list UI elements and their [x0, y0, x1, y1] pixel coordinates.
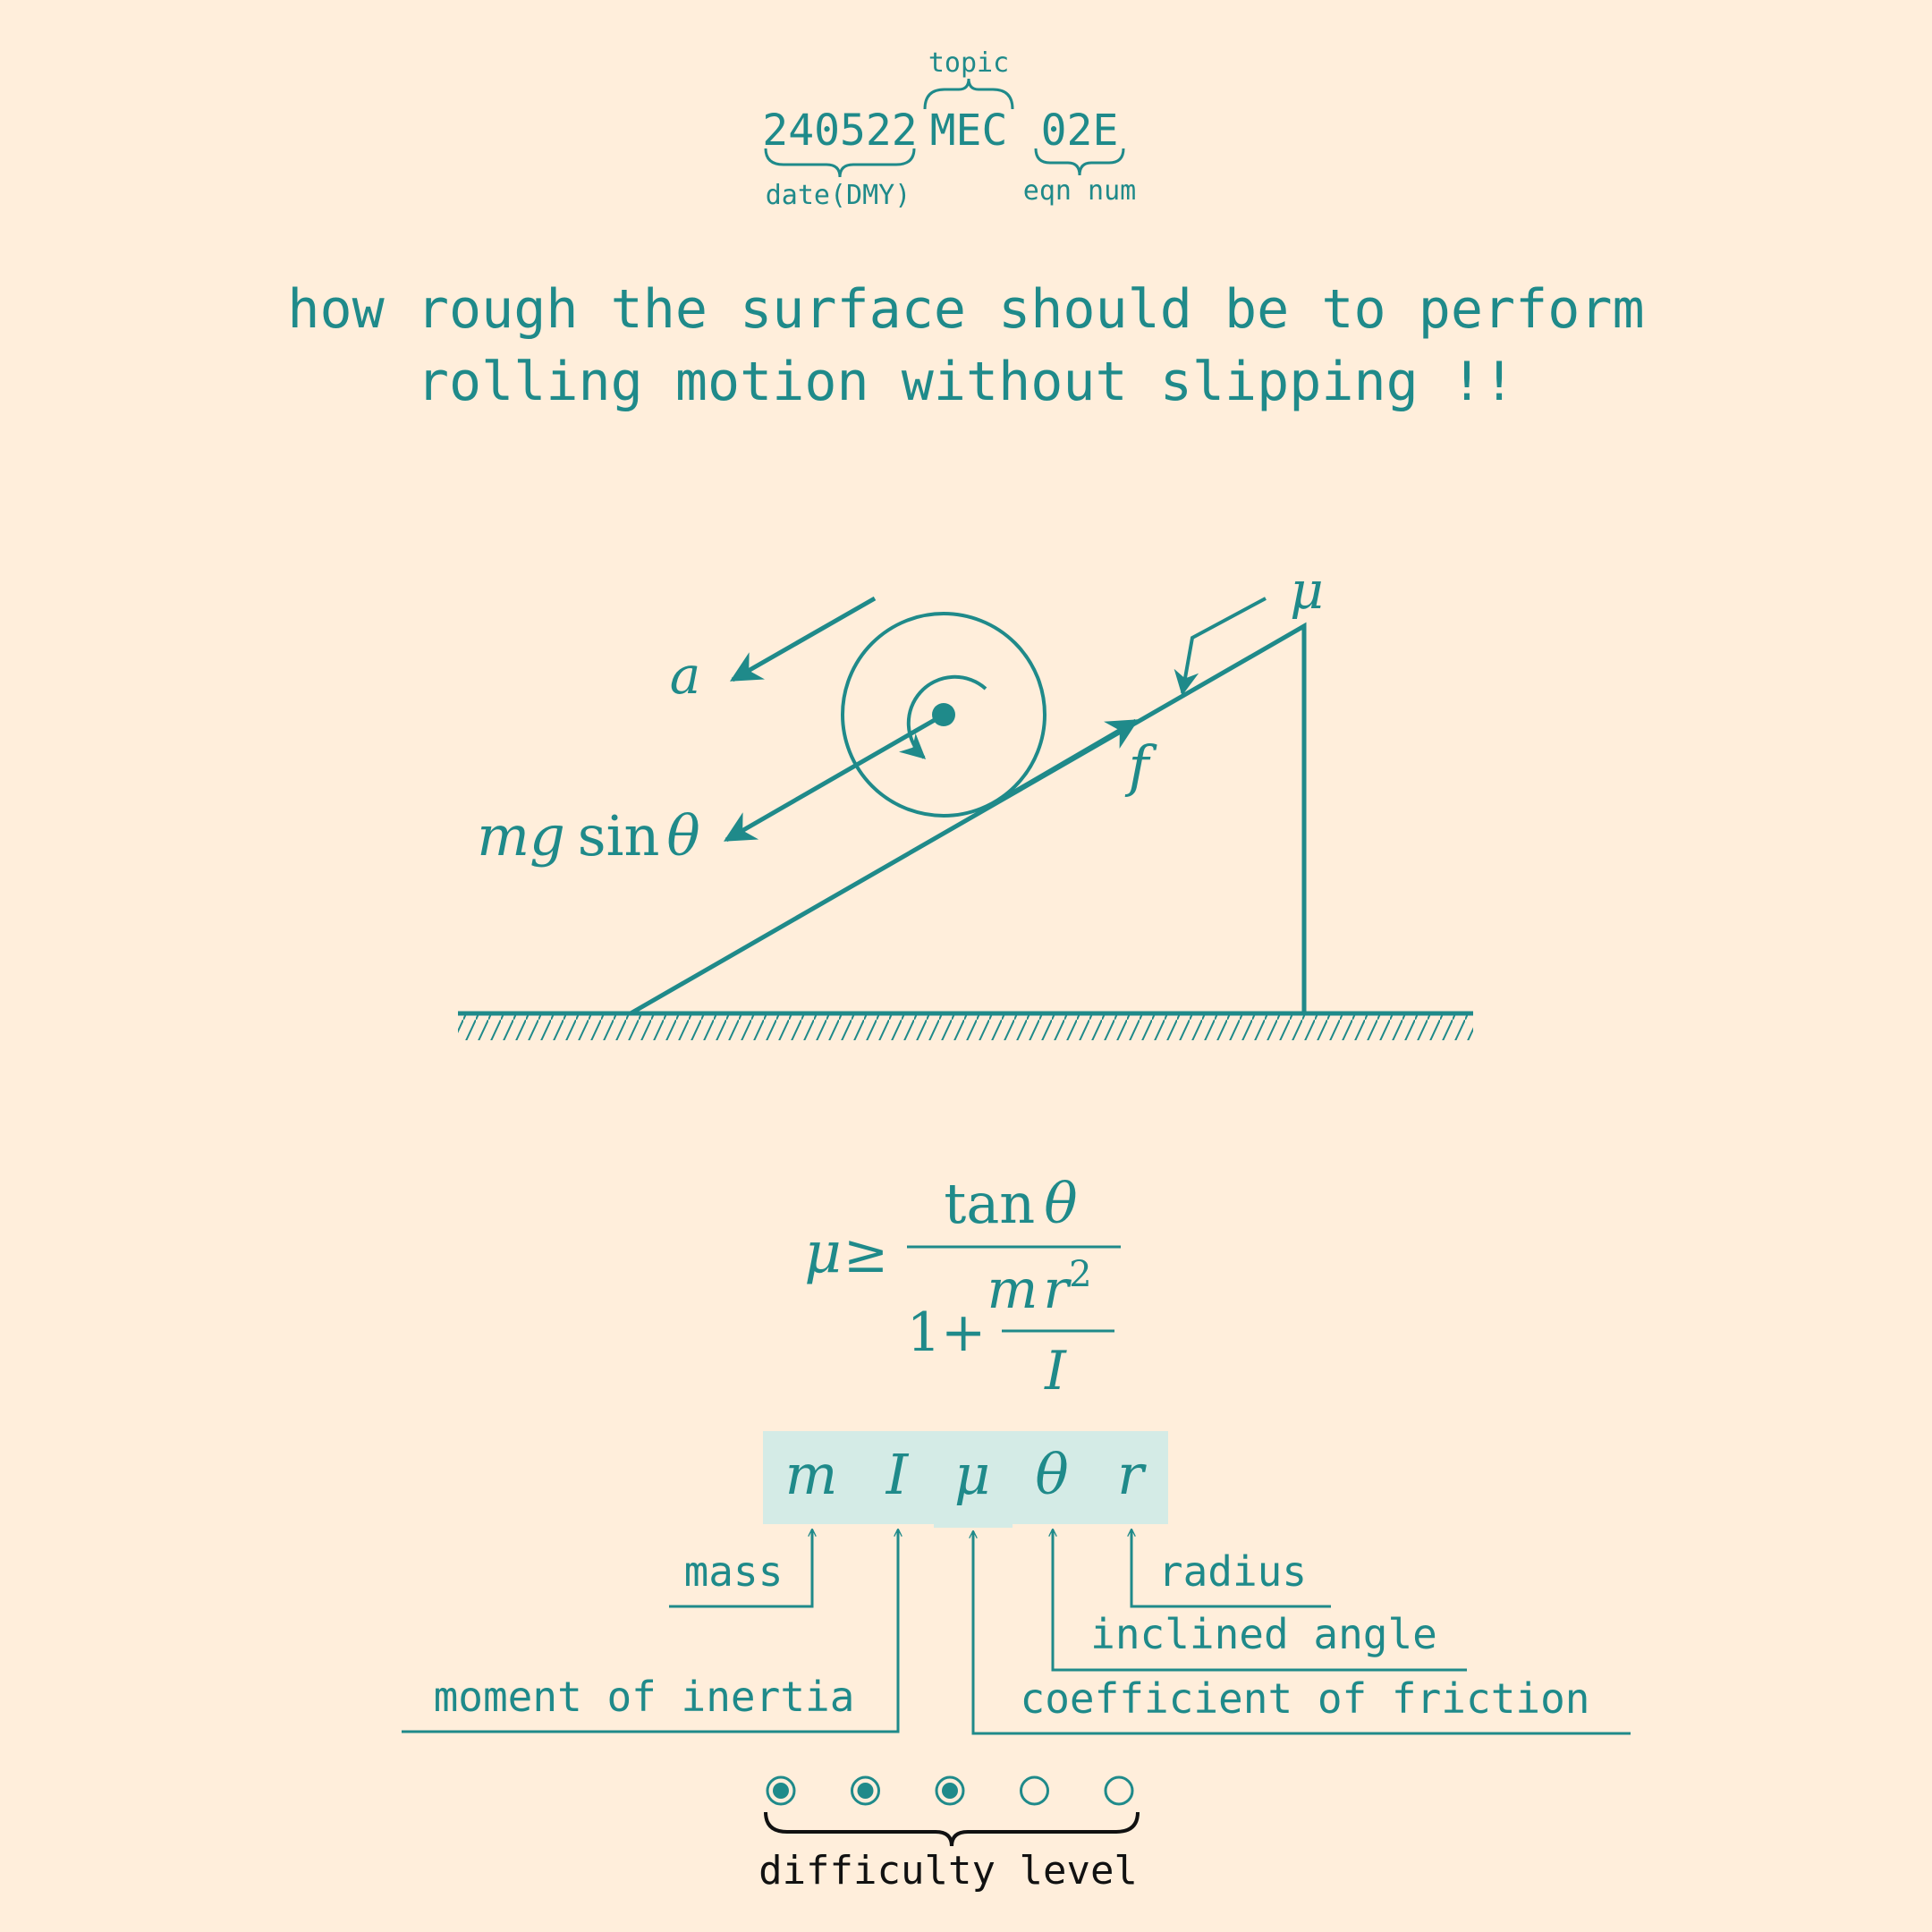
leader-angle	[1053, 1530, 1467, 1672]
difficulty-label: difficulty level	[758, 1848, 1138, 1894]
formula-geq: ≥	[843, 1223, 888, 1285]
acceleration-label: a	[670, 645, 701, 706]
variable-symbol-r: r	[1117, 1442, 1147, 1507]
description-angle: inclined angle	[1090, 1610, 1437, 1658]
leader-friction	[973, 1531, 1631, 1735]
variable-symbol-I: I	[886, 1442, 910, 1507]
variable-leaders	[402, 1530, 1631, 1735]
acceleration-arrow	[729, 596, 877, 682]
leader-mass	[669, 1530, 812, 1608]
variables-box: m I μ θ r	[763, 1431, 1168, 1528]
code-header: topic 240522 MEC 02E date(DMY) eqn num	[762, 47, 1136, 211]
difficulty-dot-fill	[857, 1783, 874, 1799]
friction-force-label: f	[1125, 733, 1158, 799]
difficulty-brace	[764, 1811, 1140, 1847]
variable-symbol-m: m	[785, 1442, 838, 1507]
topic-brace	[923, 78, 1014, 110]
mu-pointer-arrow	[1174, 597, 1267, 696]
description-radius: radius	[1158, 1547, 1307, 1596]
title: how rough the surface should be to perfo…	[287, 278, 1644, 413]
mu-highlight-tab	[934, 1521, 1013, 1528]
difficulty-dot-filled	[851, 1775, 880, 1806]
body-center	[932, 703, 955, 726]
difficulty-dot-fill	[773, 1783, 789, 1799]
variable-symbol-mu: μ	[954, 1442, 990, 1507]
date-label: date(DMY)	[766, 180, 911, 211]
variable-descriptions: mass moment of inertia coefficient of fr…	[434, 1547, 1590, 1723]
difficulty-dot-filled	[935, 1775, 965, 1806]
ground-hatch	[458, 1013, 1473, 1040]
rolling-body	[841, 612, 1046, 818]
code-topic: MEC	[930, 106, 1008, 156]
friction-arrow	[1010, 718, 1140, 796]
difficulty-dots	[766, 1775, 1134, 1806]
description-inertia: moment of inertia	[434, 1673, 855, 1721]
title-line-1: how rough the surface should be to perfo…	[287, 278, 1644, 341]
difficulty-rating: difficulty level	[758, 1775, 1140, 1894]
incline-triangle	[629, 622, 1307, 1016]
variables-highlight	[763, 1431, 1168, 1524]
formula-inertia: I	[1044, 1340, 1067, 1402]
formula-one-plus: 1+	[907, 1301, 986, 1364]
gravity-component-arrow	[723, 715, 941, 843]
leader-radius	[1131, 1530, 1331, 1608]
leader-inertia	[402, 1530, 898, 1733]
difficulty-dot-empty	[1020, 1775, 1049, 1806]
code-eqn: 02E	[1041, 106, 1119, 156]
mu-label: μ	[1290, 560, 1324, 621]
description-friction: coefficient of friction	[1021, 1674, 1590, 1723]
variable-symbol-theta: θ	[1035, 1442, 1068, 1507]
topic-label: topic	[928, 47, 1009, 79]
difficulty-dot-empty	[1104, 1775, 1134, 1806]
title-line-2: rolling motion without slipping !!	[417, 351, 1515, 413]
incline-diagram	[458, 596, 1473, 1040]
description-mass: mass	[684, 1547, 784, 1596]
eqn-label: eqn num	[1023, 175, 1136, 207]
difficulty-dot-fill	[942, 1783, 958, 1799]
code-date: 240522	[762, 106, 917, 156]
rotation-arrow	[898, 674, 987, 759]
difficulty-dot-filled	[766, 1775, 796, 1806]
date-brace	[764, 148, 916, 178]
formula-mu: μ	[804, 1220, 842, 1286]
eqn-brace	[1034, 148, 1125, 176]
